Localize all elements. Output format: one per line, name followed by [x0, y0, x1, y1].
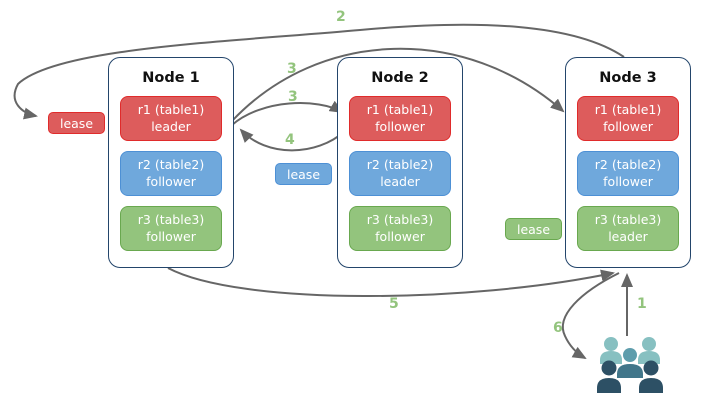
node-2-replica-r3: r3 (table3) follower — [349, 206, 451, 251]
node-3-replica-r1: r1 (table1) follower — [577, 96, 679, 141]
replica-label: r3 (table3) — [366, 212, 434, 228]
replica-role: follower — [146, 228, 196, 244]
node-1-title: Node 1 — [142, 70, 200, 86]
arrow-step-5 — [167, 267, 615, 297]
replica-label: r2 (table2) — [366, 157, 434, 173]
node-1-replica-r3: r3 (table3) follower — [120, 206, 222, 251]
step-label-5: 5 — [389, 296, 399, 312]
users-group-icon — [597, 337, 663, 393]
replica-role: leader — [151, 118, 191, 134]
node-1-replica-r2: r2 (table2) follower — [120, 151, 222, 196]
replica-role: leader — [608, 228, 648, 244]
arrow-step-3-to-node2 — [231, 100, 344, 126]
replica-label: r1 (table1) — [366, 102, 434, 118]
replica-label: r1 (table1) — [137, 102, 205, 118]
replica-role: follower — [375, 118, 425, 134]
lease-badge-table1: lease — [48, 112, 105, 134]
replica-label: r3 (table3) — [594, 212, 662, 228]
step-label-3a: 3 — [287, 61, 297, 77]
node-2-replica-r2: r2 (table2) leader — [349, 151, 451, 196]
node-2-title: Node 2 — [371, 70, 429, 86]
replica-role: leader — [380, 173, 420, 189]
replica-role: follower — [146, 173, 196, 189]
node-1-replica-r1: r1 (table1) leader — [120, 96, 222, 141]
lease-badge-table3: lease — [505, 218, 562, 240]
node-3-title: Node 3 — [599, 70, 657, 86]
replica-label: r2 (table2) — [137, 157, 205, 173]
arrow-step-2 — [13, 23, 625, 120]
node-2: Node 2 r1 (table1) follower r2 (table2) … — [337, 57, 463, 268]
replica-label: r3 (table3) — [137, 212, 205, 228]
step-label-4: 4 — [285, 132, 295, 148]
replica-label: r1 (table1) — [594, 102, 662, 118]
node-1: Node 1 r1 (table1) leader r2 (table2) fo… — [108, 57, 234, 268]
node-2-replica-r1: r1 (table1) follower — [349, 96, 451, 141]
step-label-2: 2 — [336, 9, 346, 25]
step-label-3b: 3 — [288, 89, 298, 105]
step-label-6: 6 — [553, 320, 563, 336]
replica-role: follower — [375, 228, 425, 244]
node-3-replica-r3: r3 (table3) leader — [577, 206, 679, 251]
node-3-replica-r2: r2 (table2) follower — [577, 151, 679, 196]
replica-role: follower — [603, 118, 653, 134]
replica-role: follower — [603, 173, 653, 189]
replica-label: r2 (table2) — [594, 157, 662, 173]
lease-badge-table2: lease — [275, 163, 332, 185]
node-3: Node 3 r1 (table1) follower r2 (table2) … — [565, 57, 691, 268]
step-label-1: 1 — [637, 296, 647, 312]
